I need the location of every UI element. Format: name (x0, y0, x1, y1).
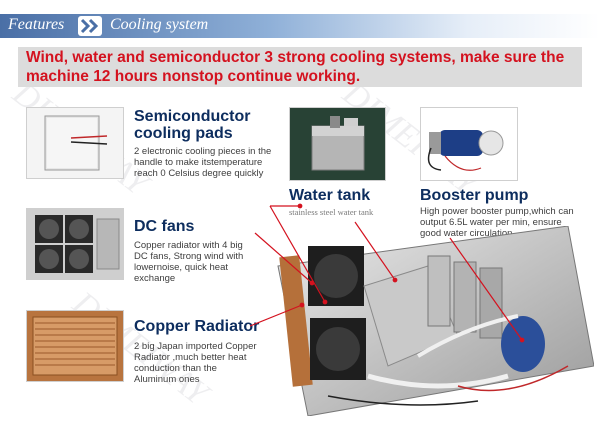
headline-text: Wind, water and semiconductor 3 strong c… (26, 49, 565, 85)
booster-pump-description: High power booster pump,which can output… (420, 206, 574, 239)
double-chevron-icon (78, 16, 102, 36)
headline-box (18, 47, 582, 87)
feature-description: 2 electronic cooling pieces in the handl… (134, 146, 272, 179)
booster-pump-title: Booster pump (420, 187, 529, 204)
feature-title: Semiconductor cooling pads (134, 108, 251, 142)
feature-title: Copper Radiator (134, 318, 260, 335)
feature-title: DC fans (134, 218, 195, 235)
water-tank-title: Water tank (289, 187, 371, 204)
water-tank-subtitle: stainless steel water tank (289, 207, 374, 217)
dc-fans-photo (26, 208, 124, 280)
feature-description: 2 big Japan imported Copper Radiator ,mu… (134, 341, 257, 385)
machine-interior-photo (268, 225, 595, 417)
feature-description: Copper radiator with 4 big DC fans, Stro… (134, 240, 244, 284)
booster-pump-photo (420, 107, 518, 181)
section-label: Features (8, 16, 65, 33)
water-tank-photo (289, 107, 386, 181)
copper-radiator-photo (26, 310, 124, 382)
semiconductor-pad-photo (26, 107, 124, 179)
section-title: Cooling system (110, 16, 209, 33)
